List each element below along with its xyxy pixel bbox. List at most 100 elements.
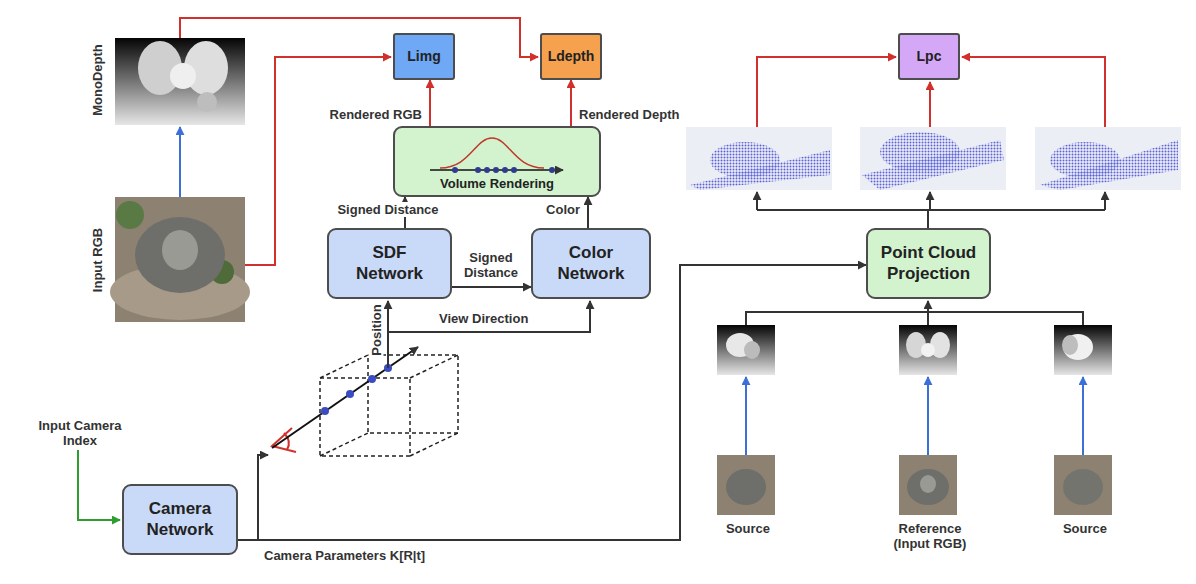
wire-label: Position xyxy=(369,302,384,357)
ray-cube xyxy=(368,355,458,433)
edge-label: Camera Parameters K[R|t] xyxy=(262,548,427,563)
pointcloud-wires xyxy=(927,301,929,312)
pointcloud-wires xyxy=(746,312,1083,325)
point-clouds xyxy=(686,127,832,190)
image-label: MonoDepth xyxy=(90,42,105,117)
gaussian-plot xyxy=(484,167,490,173)
camera-ray xyxy=(388,301,590,332)
connector-arrow xyxy=(452,286,531,288)
source-photos xyxy=(1063,469,1103,505)
source-photos xyxy=(1054,455,1112,515)
wire-label: View Direction xyxy=(437,311,530,326)
source-photos xyxy=(726,469,766,505)
node-text: SDF Network xyxy=(345,243,435,284)
gaussian-plot xyxy=(549,167,555,173)
point-clouds xyxy=(686,127,1181,190)
edge-label: Rendered RGB xyxy=(328,107,424,122)
network-box: SDF Network xyxy=(327,228,452,299)
pointcloud-wires xyxy=(746,57,1105,325)
depth-images xyxy=(1063,334,1093,360)
image-caption: Reference (Input RGB) xyxy=(883,521,977,551)
pointcloud-wires xyxy=(756,192,758,210)
camera-ray xyxy=(272,347,418,448)
gaussian-plot xyxy=(452,167,458,173)
camera-ray xyxy=(272,301,590,452)
monodepth-image xyxy=(115,38,245,125)
pointcloud-wires xyxy=(962,57,1105,127)
ray-cube xyxy=(320,355,458,456)
gaussian-plot xyxy=(511,167,517,173)
depth-wires xyxy=(1082,377,1084,455)
edge-label: Signed Distance xyxy=(453,250,529,280)
depth-images xyxy=(921,343,935,357)
node-text: Camera Network xyxy=(135,499,225,540)
depth-images xyxy=(744,341,760,359)
gaussian-plot xyxy=(440,138,544,168)
input-rgb-photo xyxy=(135,217,225,293)
monodepth-image xyxy=(170,63,196,89)
point-clouds xyxy=(1040,140,1178,190)
depth-images xyxy=(1062,335,1078,355)
input-label: Input Camera Index xyxy=(28,418,132,448)
edge-label: Rendered Depth xyxy=(577,107,681,122)
node-text: Point Cloud Projection xyxy=(874,243,984,284)
depth-wires xyxy=(746,377,1083,455)
depth-images xyxy=(717,325,1112,375)
render-box: Volume Rendering xyxy=(393,126,601,197)
connector-arrow xyxy=(429,80,431,126)
camera-ray xyxy=(368,375,376,383)
gaussian-plot xyxy=(475,167,481,173)
input-wires xyxy=(179,127,181,197)
edge-label: Signed Distance xyxy=(335,202,440,217)
network-box: Camera Network xyxy=(122,484,238,555)
ray-cube xyxy=(320,378,410,456)
process-box: Point Cloud Projection xyxy=(866,228,991,299)
monodepth-image xyxy=(197,92,217,112)
loss-box: Ldepth xyxy=(540,33,602,80)
point-clouds xyxy=(1035,127,1181,190)
camera-ray xyxy=(346,390,354,398)
source-photos xyxy=(717,455,775,515)
source-photos xyxy=(907,469,949,505)
gaussian-plot xyxy=(493,167,499,173)
input-rgb-photo xyxy=(110,197,250,322)
input-rgb-photo xyxy=(116,201,144,229)
source-photos xyxy=(920,475,936,493)
ray-cube xyxy=(320,355,458,456)
node-text: Volume Rendering xyxy=(440,176,554,192)
pointcloud-wires xyxy=(929,82,931,127)
depth-images xyxy=(717,325,775,375)
pointcloud-wires xyxy=(757,57,896,127)
loss-box: Lpc xyxy=(898,33,960,80)
depth-images xyxy=(899,325,957,375)
input-wires xyxy=(180,18,538,57)
depth-images xyxy=(1054,325,1112,375)
image-caption: Source xyxy=(701,521,795,536)
node-text: Lpc xyxy=(917,48,942,65)
gaussian-plot xyxy=(502,167,508,173)
source-photos xyxy=(717,455,1112,515)
depth-wires xyxy=(745,377,747,455)
camera-ray xyxy=(321,407,329,415)
depth-wires xyxy=(927,377,929,455)
image-label: Input RGB xyxy=(90,226,105,294)
node-text: Color Network xyxy=(546,243,636,284)
node-text: Ldepth xyxy=(548,48,595,65)
point-clouds xyxy=(860,127,1006,190)
input-wires xyxy=(78,450,120,520)
connector-arrow xyxy=(587,197,589,228)
camera-ray xyxy=(387,301,389,368)
monodepth-image xyxy=(115,38,245,125)
connector-arrow xyxy=(238,265,866,540)
pointcloud-wires xyxy=(757,210,1105,228)
point-clouds xyxy=(880,132,960,172)
input-wires xyxy=(78,18,538,540)
point-clouds xyxy=(1050,142,1120,178)
input-rgb-photo xyxy=(162,230,198,270)
point-clouds xyxy=(710,142,780,178)
pointcloud-wires xyxy=(1104,192,1106,210)
node-text: Limg xyxy=(407,48,440,65)
network-box: Color Network xyxy=(531,228,651,299)
connector-arrow xyxy=(570,80,572,126)
